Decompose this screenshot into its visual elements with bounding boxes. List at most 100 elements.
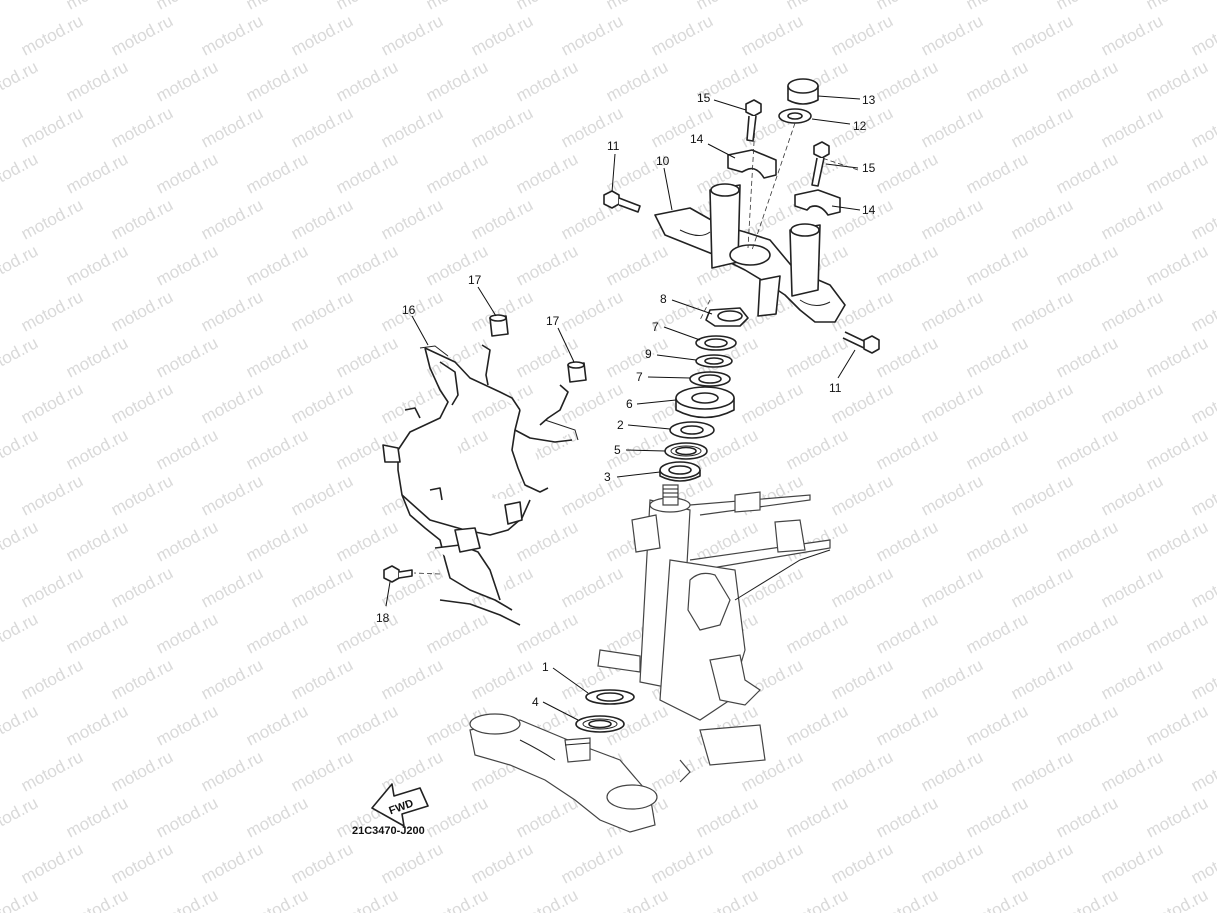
callout-11a: 11 bbox=[607, 139, 620, 153]
watermark-text: motod.ru bbox=[333, 57, 401, 105]
ring-nut-part-6 bbox=[675, 386, 735, 419]
watermark-text: motod.ru bbox=[288, 103, 356, 151]
watermark-text: motod.ru bbox=[963, 425, 1031, 473]
watermark-text: motod.ru bbox=[0, 701, 41, 749]
watermark-text: motod.ru bbox=[108, 563, 176, 611]
watermark-text: motod.ru bbox=[1053, 57, 1121, 105]
watermark-text: motod.ru bbox=[153, 149, 221, 197]
watermark-text: motod.ru bbox=[873, 609, 941, 657]
watermark-text: motod.ru bbox=[1098, 195, 1166, 243]
callout-11b: 11 bbox=[829, 381, 842, 395]
watermark-text: motod.ru bbox=[63, 701, 131, 749]
watermark-text: motod.ru bbox=[108, 655, 176, 703]
callout-3: 3 bbox=[604, 470, 611, 484]
callout-12: 12 bbox=[853, 119, 867, 133]
watermark-text: motod.ru bbox=[153, 517, 221, 565]
watermark-text: motod.ru bbox=[1008, 287, 1076, 335]
watermark-text: motod.ru bbox=[963, 241, 1031, 289]
watermark-text: motod.ru bbox=[648, 839, 716, 887]
watermark-text: motod.ru bbox=[108, 379, 176, 427]
callout-6: 6 bbox=[626, 397, 633, 411]
watermark-text: motod.ru bbox=[1098, 839, 1166, 887]
bolt-part-18 bbox=[383, 565, 413, 583]
handlebar-holder-part-14b bbox=[794, 189, 841, 216]
watermark-text: motod.ru bbox=[18, 379, 86, 427]
watermark-text: motod.ru bbox=[513, 0, 581, 14]
watermark-text: motod.ru bbox=[0, 333, 41, 381]
watermark-text: motod.ru bbox=[603, 885, 671, 913]
watermark-text: motod.ru bbox=[918, 747, 986, 795]
watermark-text: motod.ru bbox=[0, 241, 41, 289]
watermark-text: motod.ru bbox=[153, 57, 221, 105]
watermark-text: motod.ru bbox=[963, 885, 1031, 913]
headlight-stay-part-16 bbox=[382, 344, 579, 626]
watermark-text: motod.ru bbox=[1143, 609, 1211, 657]
watermark-text: motod.ru bbox=[63, 241, 131, 289]
watermark-text: motod.ru bbox=[963, 793, 1031, 841]
upper-bracket-part-10 bbox=[654, 183, 846, 323]
watermark-text: motod.ru bbox=[1053, 609, 1121, 657]
watermark-text: motod.ru bbox=[153, 609, 221, 657]
watermark-text: motod.ru bbox=[468, 11, 536, 59]
callout-8: 8 bbox=[660, 292, 667, 306]
watermark-text: motod.ru bbox=[333, 0, 401, 14]
watermark-text: motod.ru bbox=[1053, 149, 1121, 197]
watermark-text: motod.ru bbox=[1053, 701, 1121, 749]
watermark-text: motod.ru bbox=[423, 149, 491, 197]
callout-17b: 17 bbox=[546, 314, 560, 328]
watermark-text: motod.ru bbox=[423, 57, 491, 105]
watermark-text: motod.ru bbox=[18, 103, 86, 151]
callout-2: 2 bbox=[617, 418, 624, 432]
bolt-part-15a bbox=[745, 99, 762, 142]
watermark-text: motod.ru bbox=[873, 57, 941, 105]
watermark-text: motod.ru bbox=[108, 103, 176, 151]
watermark-text: motod.ru bbox=[468, 839, 536, 887]
watermark-text: motod.ru bbox=[333, 333, 401, 381]
watermark-text: motod.ru bbox=[1098, 379, 1166, 427]
callout-17a: 17 bbox=[468, 273, 482, 287]
watermark-text: motod.ru bbox=[243, 885, 311, 913]
watermark-text: motod.ru bbox=[1008, 11, 1076, 59]
callout-15a: 15 bbox=[697, 91, 711, 105]
watermark-text: motod.ru bbox=[558, 379, 626, 427]
watermark-text: motod.ru bbox=[1098, 563, 1166, 611]
watermark-text: motod.ru bbox=[1143, 333, 1211, 381]
watermark-text: motod.ru bbox=[603, 57, 671, 105]
watermark-text: motod.ru bbox=[243, 701, 311, 749]
watermark-text: motod.ru bbox=[243, 0, 311, 14]
watermark-text: motod.ru bbox=[18, 655, 86, 703]
watermark-text: motod.ru bbox=[963, 0, 1031, 14]
lower-bearing-part-4 bbox=[575, 715, 625, 733]
watermark-text: motod.ru bbox=[288, 655, 356, 703]
watermark-text: motod.ru bbox=[918, 195, 986, 243]
watermark-text: motod.ru bbox=[873, 701, 941, 749]
watermark-text: motod.ru bbox=[153, 333, 221, 381]
watermark-text: motod.ru bbox=[918, 11, 986, 59]
watermark-text: motod.ru bbox=[0, 885, 41, 913]
watermark-text: motod.ru bbox=[63, 885, 131, 913]
watermark-text: motod.ru bbox=[333, 885, 401, 913]
watermark-text: motod.ru bbox=[1188, 471, 1217, 519]
watermark-text: motod.ru bbox=[1143, 793, 1211, 841]
watermark-text: motod.ru bbox=[558, 839, 626, 887]
watermark-text: motod.ru bbox=[1008, 747, 1076, 795]
watermark-text: motod.ru bbox=[333, 241, 401, 289]
watermark-text: motod.ru bbox=[333, 609, 401, 657]
watermark-text: motod.ru bbox=[18, 195, 86, 243]
watermark-text: motod.ru bbox=[153, 885, 221, 913]
watermark-text: motod.ru bbox=[18, 747, 86, 795]
watermark-text: motod.ru bbox=[918, 379, 986, 427]
cap-nut-part-13 bbox=[787, 78, 819, 105]
watermark-text: motod.ru bbox=[1008, 471, 1076, 519]
watermark-text: motod.ru bbox=[828, 11, 896, 59]
watermark-text: motod.ru bbox=[738, 563, 806, 611]
watermark-text: motod.ru bbox=[1008, 563, 1076, 611]
watermark-text: motod.ru bbox=[378, 103, 446, 151]
callout-4: 4 bbox=[532, 695, 539, 709]
watermark-text: motod.ru bbox=[0, 0, 41, 14]
watermark-text: motod.ru bbox=[0, 57, 41, 105]
watermark-text: motod.ru bbox=[783, 333, 851, 381]
forward-arrow-icon: FWD bbox=[371, 783, 429, 827]
watermark-text: motod.ru bbox=[828, 747, 896, 795]
